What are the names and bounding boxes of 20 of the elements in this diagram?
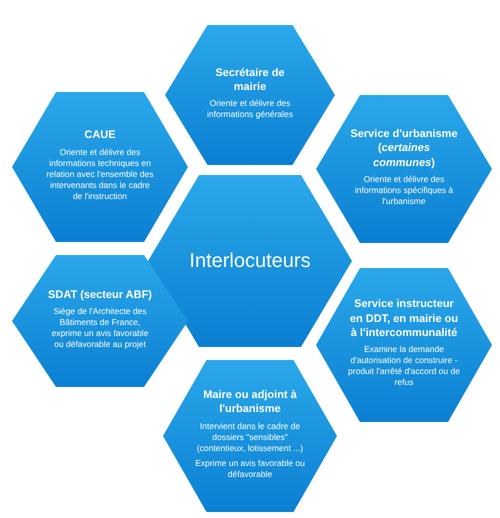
hexagon-title: CAUE (84, 128, 116, 143)
hexagon-text: Exprime un avis favorable ou défavorable (195, 458, 305, 480)
center-label: Interlocuteurs (189, 250, 311, 272)
hexagon-title: SDAT (secteur ABF) (48, 288, 152, 302)
hexagon (316, 268, 492, 422)
hexagon (163, 360, 337, 512)
hexagon-text: Oriente et délivre des informations spécifiques à l'urbanisme (354, 174, 454, 208)
hexagon (12, 92, 188, 242)
hexagon-text: Examine la demande d'autorisation de construire - produit l'arrêté d'accord ou de refus (348, 344, 460, 389)
hexagon (165, 25, 335, 165)
hexagon-text: Siège de l'Architecte des Bâtiments de France, exprime un avis favorable ou défavorable au projet (50, 306, 150, 350)
hexagon-text: Oriente et délivre des informations techniques en relation avec l'ensemble des intervenants dans le cadre de l'instruction (46, 146, 154, 202)
hexagon-title: Service d'urbanisme (certaines communes) (350, 126, 458, 170)
hexagon-title: Secrétaire de mairie (214, 66, 286, 94)
hexagon-text: Oriente et délivre des informations générales (206, 98, 294, 120)
hexagon-title: Service instructeur en DDT, en mairie ou à l'intercommunalité (348, 297, 460, 340)
hexagon-text: Intervient dans le cadre de dossiers "sensibles" (contentieux, lotissement ...) (196, 420, 304, 454)
hexagon (12, 255, 188, 387)
hexagon (316, 95, 492, 243)
hexagon-title: Maire ou adjoint à l'urbanisme (202, 388, 298, 417)
